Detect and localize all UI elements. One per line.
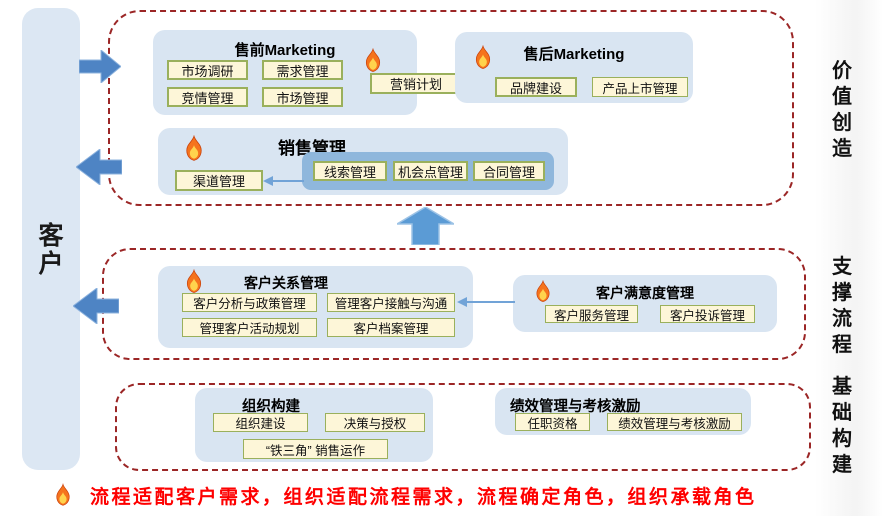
organization-title: 组织构建 <box>242 399 300 415</box>
org-item-iron-triangle: “铁三角” 销售运作 <box>243 439 388 459</box>
flame-icon <box>56 483 70 506</box>
footer-note: 流程适配客户需求，组织适配流程需求，流程确定角色，组织承载角色 <box>90 487 757 508</box>
sales-item-channel-mgmt: 渠道管理 <box>175 170 263 191</box>
flame-icon <box>186 135 202 161</box>
connector-arrow-left <box>263 176 304 186</box>
arrow-left-icon <box>73 288 119 324</box>
presales-item-market-research: 市场调研 <box>167 60 248 80</box>
flame-icon <box>186 269 202 293</box>
sales-management-panel: 销售管理 线索管理 机会点管理 合同管理 渠道管理 <box>158 128 568 195</box>
sales-item-contract-mgmt: 合同管理 <box>473 161 545 181</box>
customer-bar: 客户 <box>22 8 80 470</box>
perf-item-qualification: 任职资格 <box>515 413 590 431</box>
foundation-zone <box>115 383 811 471</box>
side-label-foundation: 基础构建 <box>832 376 852 476</box>
arrow-up-icon <box>397 207 454 245</box>
org-item-org-building: 组织建设 <box>213 413 308 432</box>
connector-arrow-left <box>457 297 515 307</box>
customer-satisfaction-panel: 客户满意度管理 客户服务管理 客户投诉管理 <box>513 275 777 332</box>
organization-panel: 组织构建 组织建设 决策与授权 “铁三角” 销售运作 <box>195 388 433 462</box>
marketing-plan-chip: 营销计划 <box>370 73 462 94</box>
pre-sales-marketing-panel: 售前Marketing 市场调研 需求管理 竞情管理 市场管理 <box>153 30 417 115</box>
satisfaction-item-complaint-mgmt: 客户投诉管理 <box>660 305 755 323</box>
satisfaction-title: 客户满意度管理 <box>596 285 694 301</box>
flame-icon <box>475 45 491 69</box>
crm-title: 客户关系管理 <box>244 275 328 291</box>
crm-item-analysis-policy: 客户分析与政策管理 <box>182 293 317 312</box>
presales-item-market-mgmt: 市场管理 <box>262 87 343 107</box>
sales-pipeline-box: 线索管理 机会点管理 合同管理 <box>302 152 554 190</box>
sales-item-leads-mgmt: 线索管理 <box>313 161 387 181</box>
org-item-decision-authorization: 决策与授权 <box>325 413 425 432</box>
side-label-support: 支撑流程 <box>832 256 852 356</box>
post-sales-marketing-panel: 售后Marketing 品牌建设 产品上市管理 <box>455 32 693 103</box>
arrow-left-icon <box>76 149 122 185</box>
crm-item-contact-communication: 管理客户接触与沟通 <box>327 293 455 312</box>
performance-panel: 绩效管理与考核激励 任职资格 绩效管理与考核激励 <box>495 388 751 435</box>
sales-item-opportunity-mgmt: 机会点管理 <box>393 161 468 181</box>
presales-item-competitive-intel: 竞情管理 <box>167 87 248 107</box>
presales-item-demand-mgmt: 需求管理 <box>262 60 343 80</box>
arrow-right-icon <box>79 50 121 83</box>
satisfaction-item-service-mgmt: 客户服务管理 <box>545 305 638 323</box>
perf-item-performance-incentive: 绩效管理与考核激励 <box>607 413 742 431</box>
post-sales-title: 售后Marketing <box>523 46 625 63</box>
page-edge-shade <box>815 0 883 516</box>
crm-item-customer-files: 客户档案管理 <box>327 318 455 337</box>
crm-panel: 客户关系管理 客户分析与政策管理 管理客户接触与沟通 管理客户活动规划 客户档案… <box>158 266 473 348</box>
flame-icon <box>536 280 550 302</box>
flame-icon <box>365 48 381 72</box>
customer-label: 客户 <box>38 222 64 278</box>
performance-title: 绩效管理与考核激励 <box>510 399 641 415</box>
postsales-item-product-launch: 产品上市管理 <box>592 77 688 97</box>
pre-sales-title: 售前Marketing <box>234 42 336 59</box>
postsales-item-brand-building: 品牌建设 <box>495 77 577 97</box>
crm-item-activity-planning: 管理客户活动规划 <box>182 318 317 337</box>
value-creation-zone <box>108 10 794 206</box>
side-label-value-creation: 价值创造 <box>832 60 852 160</box>
